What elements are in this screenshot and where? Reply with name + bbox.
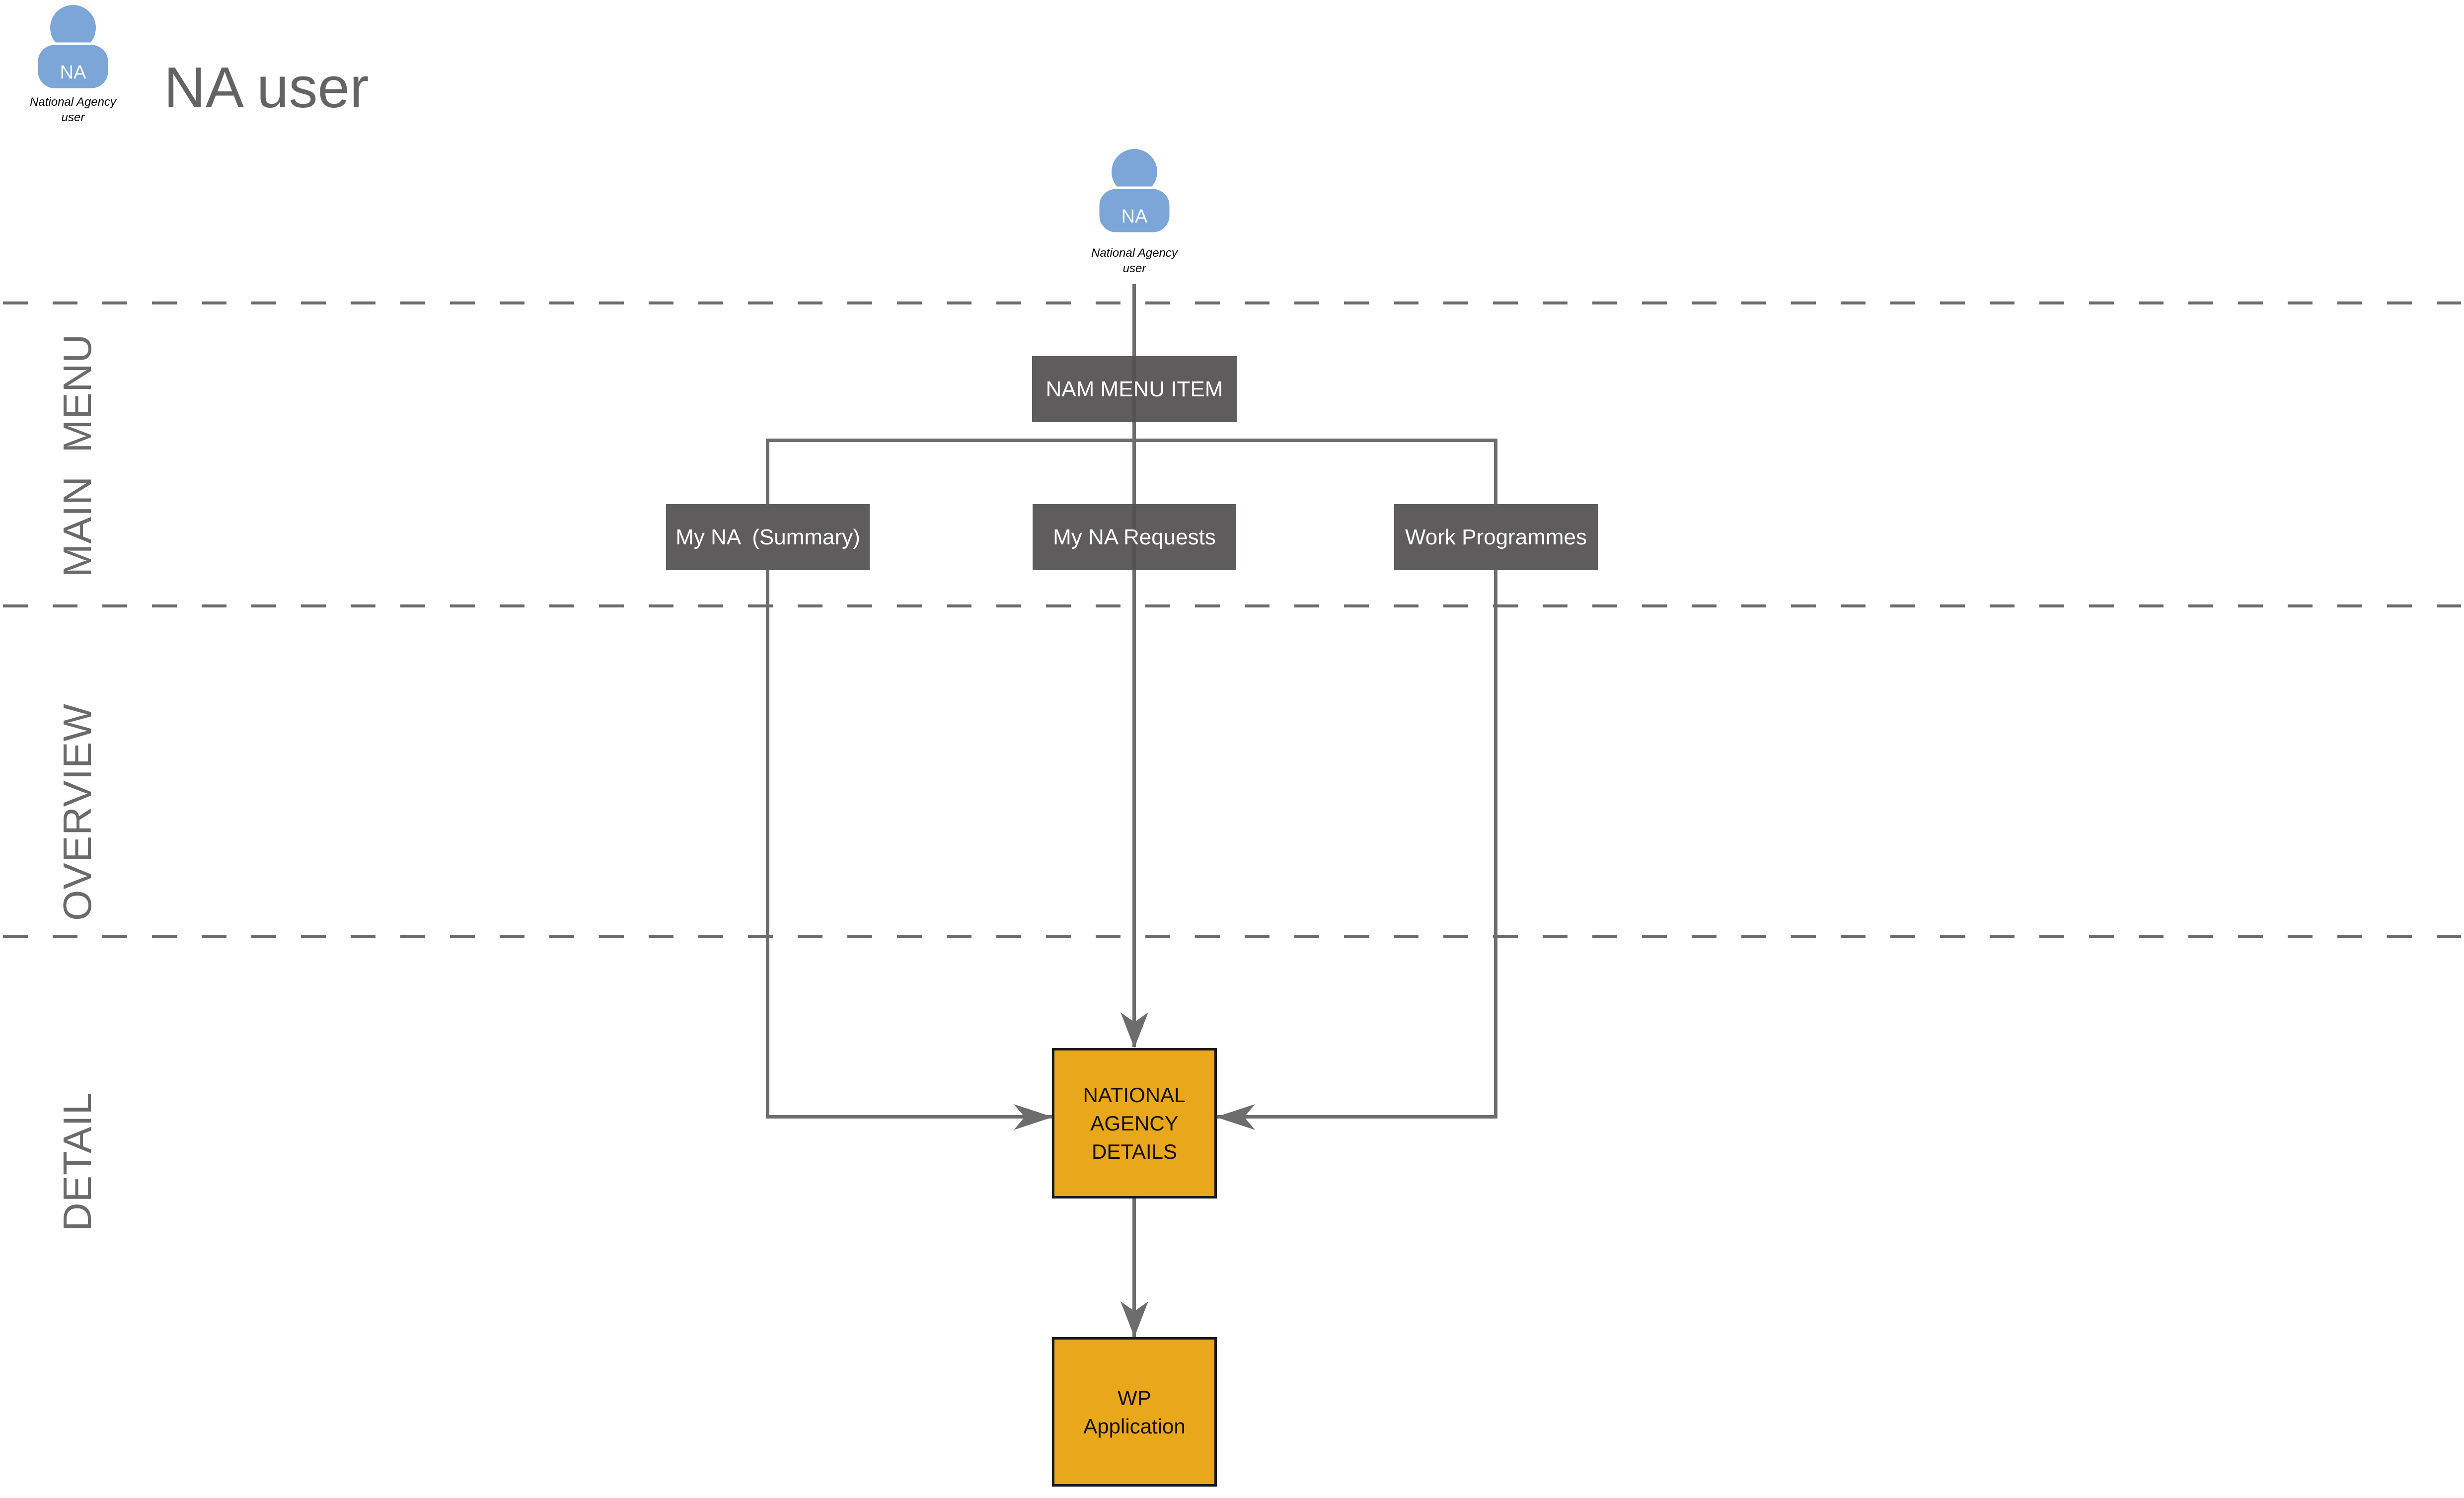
node-label: Work Programmes [1405, 524, 1587, 549]
arrowhead-down-into-wp-icon [1120, 1301, 1148, 1337]
lane-label-main-menu: MAIN MENU [55, 334, 99, 577]
na-user-icon-flow: NA [1097, 149, 1172, 233]
node-label-line1: NATIONAL [1083, 1083, 1186, 1107]
node-label-line3: DETAILS [1092, 1140, 1177, 1163]
node-work-programmes: Work Programmes [1394, 504, 1598, 570]
lane-divider-2 [3, 604, 2461, 607]
na-user-icon: NA [36, 5, 110, 89]
node-label: My NA (Summary) [675, 524, 860, 549]
page-title: NA user [164, 55, 369, 120]
line-through-nam-node [1132, 356, 1136, 422]
connector-left-long-vertical [766, 570, 769, 1119]
lane-divider-3 [3, 935, 2461, 938]
node-label-line2: AGENCY [1090, 1112, 1179, 1135]
node-wp-application: WP Application [1052, 1337, 1217, 1487]
arrowhead-left-into-details-icon [1216, 1104, 1255, 1130]
actor-name-line2: user [61, 111, 85, 124]
actor-name-flow: National Agency user [1045, 245, 1224, 276]
actor-name-header: National Agency user [0, 94, 162, 125]
actor-name-line2: user [1122, 262, 1146, 275]
actor-name-line1: National Agency [30, 95, 116, 109]
node-my-na-summary: My NA (Summary) [666, 504, 870, 570]
node-label: My NA Requests [1053, 524, 1216, 549]
actor-initials: NA [60, 62, 86, 83]
connector-right-drop [1494, 439, 1497, 504]
actor-initials: NA [1121, 206, 1148, 227]
connector-left-horizontal [766, 1115, 1053, 1119]
connector-left-drop [766, 439, 769, 504]
actor-name-line1: National Agency [1091, 246, 1178, 260]
connector-right-long-vertical [1494, 570, 1497, 1119]
arrowhead-right-into-details-icon [1014, 1104, 1053, 1130]
node-nam-menu-item: NAM MENU ITEM [1032, 356, 1237, 422]
node-label-line1: WP [1118, 1386, 1151, 1410]
connector-branch-horizontal [766, 439, 1497, 442]
node-my-na-requests: My NA Requests [1033, 504, 1236, 570]
lane-divider-1 [3, 301, 2461, 304]
connector-details-to-wp [1132, 1198, 1136, 1337]
node-label-line2: Application [1083, 1414, 1186, 1438]
lane-label-detail: DETAIL [55, 1092, 99, 1232]
node-label: NAM MENU ITEM [1045, 376, 1223, 401]
line-through-requests-node [1132, 504, 1136, 570]
connector-center-vertical [1132, 284, 1136, 1047]
lane-label-overview: OVERVIEW [55, 703, 99, 921]
node-national-agency-details: NATIONAL AGENCY DETAILS [1052, 1048, 1217, 1198]
arrowhead-down-into-details-icon [1120, 1012, 1148, 1048]
connector-right-horizontal [1216, 1115, 1497, 1119]
